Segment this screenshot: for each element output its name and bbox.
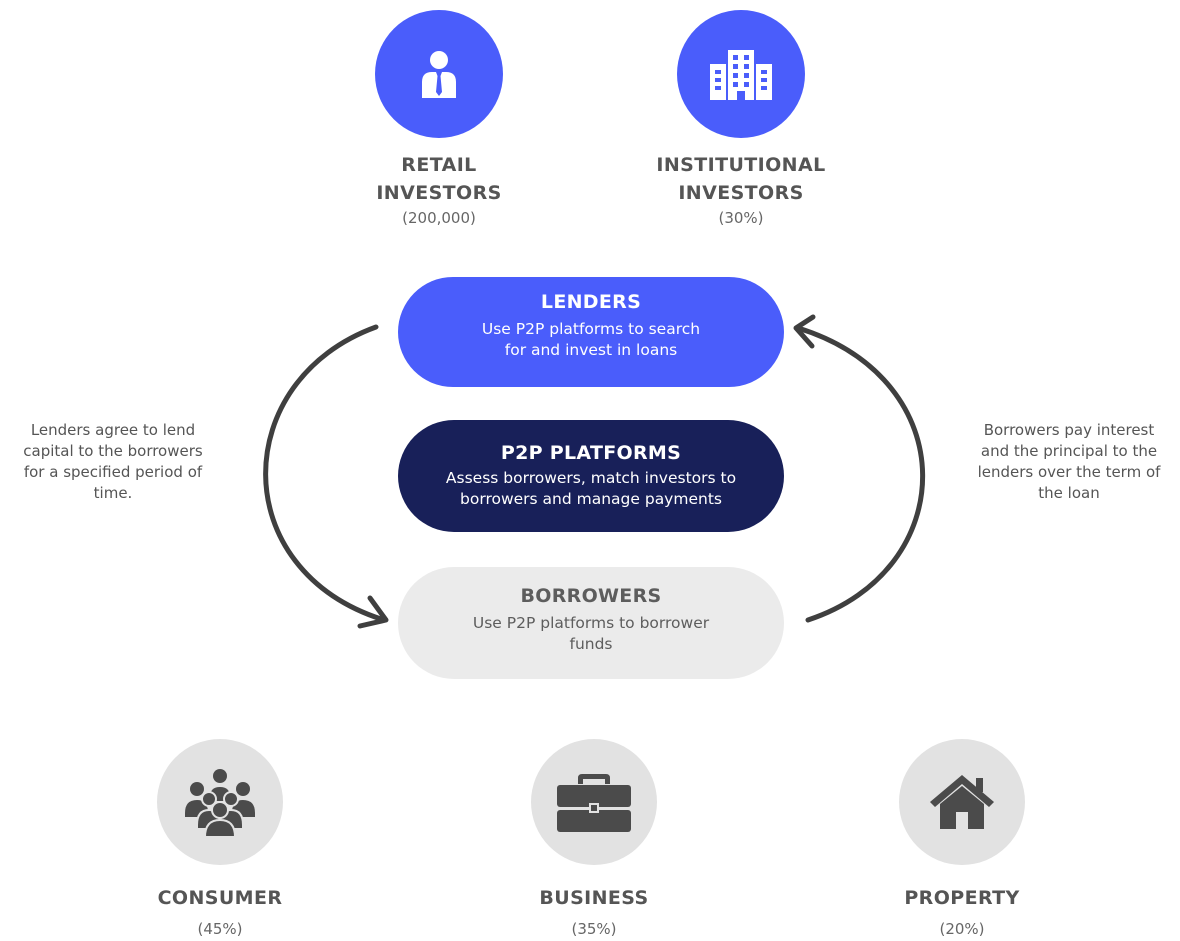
institutional-investors-title: INSTITUTIONAL INVESTORS [628,151,854,207]
left-note-line4: time. [93,484,133,502]
house-icon [930,775,994,829]
left-note-line1: Lenders agree to lend [30,421,196,439]
retail-investors-circle [375,10,503,138]
p2p-platforms-text-line2: borrowers and manage payments [460,490,722,508]
lenders-text-line2: for and invest in loans [504,341,678,359]
business-title: BUSINESS [539,887,649,909]
consumer-circle [157,739,283,865]
property-title: PROPERTY [904,887,1020,909]
borrowers-pill: BORROWERS Use P2P platforms to borrower … [398,567,784,679]
retail-investors-title: RETAIL INVESTORS [330,151,548,207]
consumer-value: (45%) [197,920,243,938]
retail-investors-title-line1: RETAIL [401,154,477,176]
borrowers-text-line2: funds [569,635,613,653]
borrowers-text-line1: Use P2P platforms to borrower [472,614,710,632]
right-cycle-arrow [795,325,925,623]
institutional-investors-circle [677,10,805,138]
retail-investors-title-line2: INVESTORS [376,182,502,204]
business-value: (35%) [571,920,617,938]
investor-person-icon [422,51,456,98]
p2p-platforms-text-line1: Assess borrowers, match investors to [445,469,737,487]
right-note-line2: and the principal to the [980,442,1158,460]
property-circle [899,739,1025,865]
left-cycle-arrow [263,324,387,623]
borrowers-title: BORROWERS [520,585,662,607]
left-note-line3: for a specified period of [23,463,203,481]
consumer-title: CONSUMER [157,887,283,909]
institutional-investors-title-line1: INSTITUTIONAL [656,154,826,176]
right-note-line4: the loan [1038,484,1100,502]
people-group-icon [185,769,255,837]
borrowers-repayment-note: Borrowers pay interest and the principal… [958,420,1180,504]
institutional-investors-value: (30%) [718,209,764,227]
right-note-line1: Borrowers pay interest [983,421,1155,439]
briefcase-icon [557,774,631,832]
right-arrowhead [793,314,816,349]
left-note-line2: capital to the borrowers [23,442,203,460]
business-circle [531,739,657,865]
p2p-platforms-title: P2P PLATFORMS [500,442,682,464]
lenders-text-line1: Use P2P platforms to search [481,320,701,338]
lenders-pill: LENDERS Use P2P platforms to search for … [398,277,784,387]
retail-investors-value: (200,000) [402,209,476,227]
lenders-agreement-note: Lenders agree to lend capital to the bor… [0,420,226,504]
property-value: (20%) [939,920,985,938]
left-arrowhead [357,595,389,629]
lenders-title: LENDERS [540,291,642,313]
right-note-line3: lenders over the term of [977,463,1161,481]
office-building-icon [710,50,772,100]
institutional-investors-title-line2: INVESTORS [678,182,804,204]
p2p-platforms-pill: P2P PLATFORMS Assess borrowers, match in… [398,420,784,532]
